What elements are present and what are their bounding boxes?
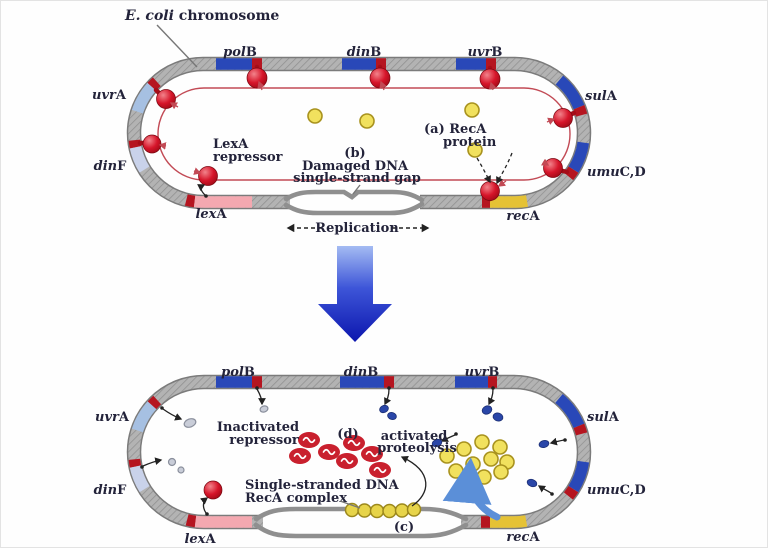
gene-label-dinf-top: dinF [94,159,127,174]
bubble-bottom-strand [253,522,469,539]
lexa-arrow-dot [204,194,208,198]
gene-segment-reca [490,195,528,208]
gap-leader-line [352,184,361,195]
released-proteins [140,386,567,516]
gene-segment-sula [555,393,585,429]
label-reca-protein-line2: protein [443,135,497,150]
bottom-chromosome-ring [126,374,592,530]
gene-segment-umucd [568,141,590,173]
gene-segment-reca [490,515,528,528]
free-lexa-repressor-sphere [198,166,218,186]
top-chromosome-diagram: E. coli chromosome polB dinB uvrB uvrA s… [92,8,646,236]
gene-label-lexa-top: lexA [195,207,227,222]
proteolysis-arrow [400,455,427,507]
gene-label-polb-top: polB [223,45,257,60]
label-damaged-dna-line1: Damaged DNA [302,159,409,174]
gene-segment-lexa [194,515,252,528]
floating-release-arrow [440,434,456,442]
gene-segment-dinf [129,465,150,493]
bottom-replication-bubble [253,502,469,539]
bottom-chromosome-diagram: polB dinB uvrB uvrA sulA dinF umuC,D lex… [94,365,646,547]
gene-label-dinb-bottom: dinB [344,365,378,380]
gene-label-sula-top: sulA [585,89,618,104]
gene-label-polb-bottom: polB [221,365,255,380]
gene-segment-umucd [568,460,590,493]
gene-label-uvra-top: uvrA [92,88,127,103]
label-replication: Replication [315,221,399,236]
transition-arrow [318,246,392,342]
lexa-expression-arrow [199,497,209,514]
label-proteolysis-line2: proteolysis [377,441,457,456]
lexa-repressor-spheres [137,64,577,202]
gene-label-uvrb-top: uvrB [468,45,503,60]
label-marker-c: (c) [394,520,414,535]
gene-segment-lexa [193,195,252,208]
label-inactivated-line2: repressor [229,433,299,448]
repressor-binding-arrows [158,80,556,187]
operator-umucd [564,166,579,181]
operator-lexa [184,194,196,208]
gene-segment-uvra [131,401,157,433]
operator-umucd [563,485,579,500]
label-reca-protein-line1: (a) RecA [424,122,487,137]
lexa-regulon-loop [157,87,571,181]
reca-expression-swoosh [442,457,501,521]
sula-release-arrow [549,437,565,446]
operator-sula [573,423,588,436]
title-leader-line [156,24,198,68]
gene-label-uvra-bottom: uvrA [95,410,130,425]
figure-title: E. coli chromosome [124,8,279,24]
operator-uvra [147,395,162,410]
label-inactivated-line1: Inactivated [217,420,299,435]
label-lexa-repressor-line1: LexA [213,137,249,152]
operator-uvra [147,77,161,91]
label-proteolysis-line1: activated [381,429,448,444]
gene-label-reca-top: recA [506,209,540,224]
reca-activation-arrow-1 [476,157,491,184]
gene-label-dinf-bottom: dinF [94,483,127,498]
gene-segment-dinf [129,145,150,173]
bubble-bottom-strand [283,201,425,216]
operator-dinf [128,139,142,149]
bubble-top-strand [283,189,425,203]
reca-protein-dots [307,102,483,158]
gene-label-reca-bottom: recA [506,530,540,545]
label-damaged-dna-line2: single-strand gap [293,171,421,186]
label-ssdna-line2: RecA complex [245,491,347,506]
operator-dinf [128,458,142,468]
gene-label-umucd-bottom: umuC,D [587,483,646,498]
dinb-release-arrow [384,388,392,406]
umucd-release-arrow [537,485,552,494]
operator-sula [573,105,588,117]
reca-filament-beads [344,502,422,519]
gene-label-umucd-top: umuC,D [587,165,646,180]
operator-lexa [185,514,197,528]
gene-segment-uvra [131,82,157,114]
lexa-repressor-sphere [203,480,223,500]
dinf-release-arrow [142,457,163,467]
polb-release-arrow [256,388,266,406]
uvrb-release-arrow [488,388,496,406]
uvra-release-arrow [162,408,183,421]
label-ssdna-line1: Single-stranded DNA [245,478,400,493]
lexa-expression-arrow [197,184,206,196]
label-marker-b: (b) [344,146,365,161]
gene-segment-sula [555,75,585,110]
top-replication-bubble [283,189,425,216]
reca-activation-arrow-2 [496,152,513,185]
ssdna-leader-line [339,500,361,509]
label-lexa-repressor-line2: repressor [213,150,283,165]
label-marker-d: (d) [337,427,358,442]
gene-label-uvrb-bottom: uvrB [465,365,500,380]
gene-label-dinb-top: dinB [347,45,381,60]
gene-label-sula-bottom: sulA [587,410,620,425]
gene-label-lexa-bottom: lexA [184,532,216,547]
cleaved-repressor-blobs [289,432,391,478]
